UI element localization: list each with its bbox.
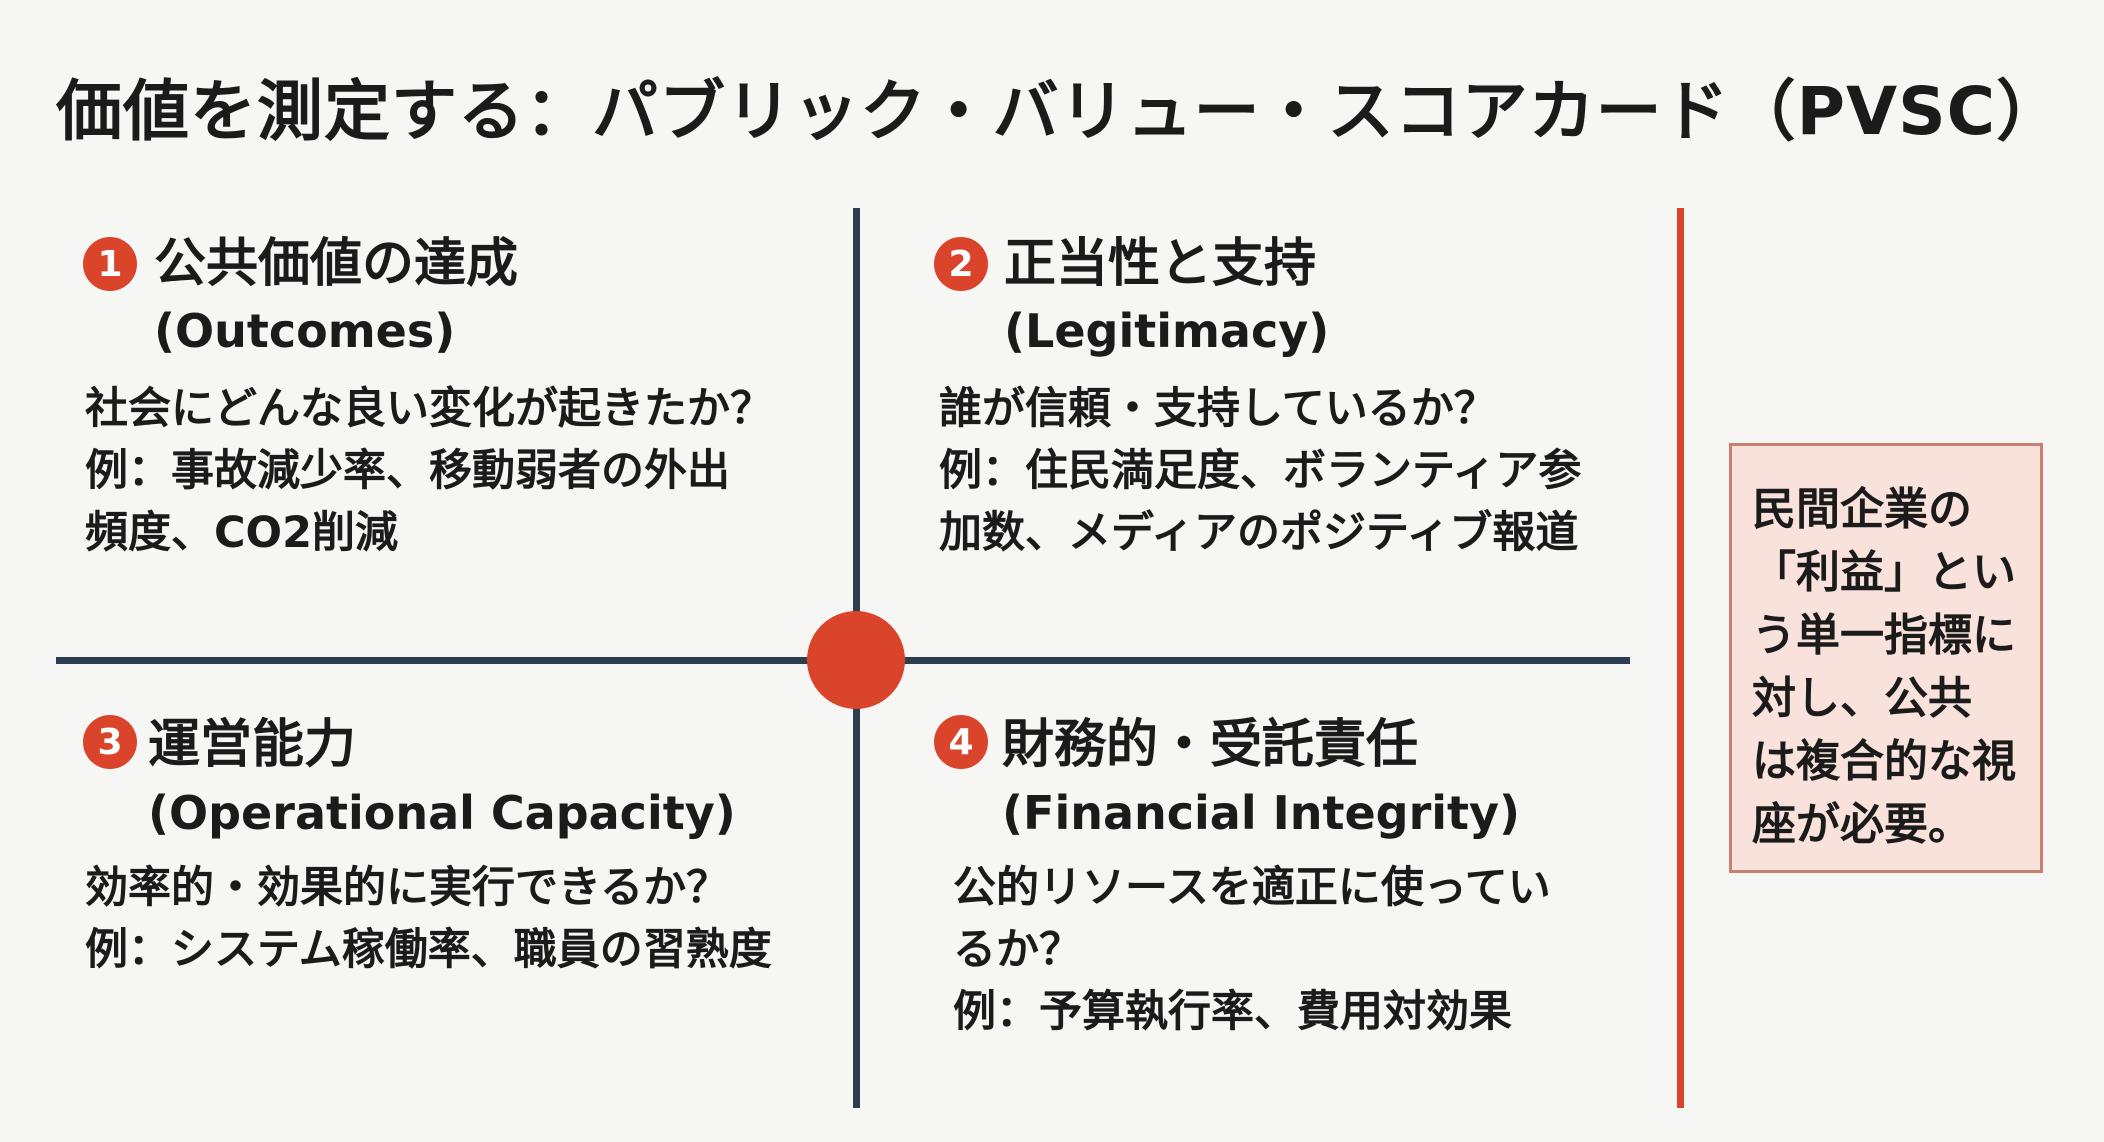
quadrant-body: 誰が信頼・支持しているか？ 例：住民満足度、ボランティア参 加数、メディアのポジ… [939, 378, 1581, 564]
side-note-line: 対し、公共 [1752, 673, 1972, 724]
body-line: 頻度、CO2削減 [85, 508, 399, 558]
body-line: るか？ [953, 925, 1082, 975]
quadrant-subtitle: (Legitimacy) [1004, 304, 1330, 358]
quadrant-subtitle: (Operational Capacity) [148, 786, 736, 840]
quadrant-heading: 公共価値の達成 [154, 234, 519, 294]
number-badge: 4 [934, 715, 988, 769]
side-note-line: う単一指標に [1752, 610, 2016, 661]
side-note-line: は複合的な視 [1752, 736, 2016, 787]
quadrant-heading: 正当性と支持 [1004, 234, 1317, 294]
body-line: 例：住民満足度、ボランティア参 [939, 446, 1582, 496]
page-title: 価値を測定する：パブリック・バリュー・スコアカード（PVSC） [56, 73, 2064, 150]
quadrant-heading: 財務的・受託責任 [1002, 715, 1419, 775]
accent-divider [1677, 208, 1684, 1108]
side-note-line: 民間企業の [1752, 484, 1972, 535]
quadrant-body: 効率的・効果的に実行できるか？ 例：システム稼働率、職員の習熟度 [85, 857, 772, 981]
quadrant-heading: 運営能力 [148, 715, 357, 775]
quadrant-subtitle: (Financial Integrity) [1002, 786, 1521, 840]
quadrant-subtitle: (Outcomes) [154, 304, 456, 358]
side-note-line: 「利益」とい [1752, 547, 2016, 598]
body-line: 例：システム稼働率、職員の習熟度 [85, 925, 772, 975]
number-badge: 1 [83, 237, 137, 291]
side-note-line: 座が必要。 [1752, 799, 1972, 850]
center-dot [807, 611, 905, 709]
quadrant-body: 社会にどんな良い変化が起きたか？ 例：事故減少率、移動弱者の外出 頻度、CO2削… [85, 378, 773, 564]
body-line: 例：事故減少率、移動弱者の外出 [85, 446, 730, 496]
body-line: 効率的・効果的に実行できるか？ [85, 863, 730, 913]
body-line: 社会にどんな良い変化が起きたか？ [85, 384, 773, 434]
number-badge: 2 [934, 237, 988, 291]
body-line: 誰が信頼・支持しているか？ [939, 384, 1497, 434]
body-line: 例：予算執行率、費用対効果 [953, 987, 1512, 1037]
body-line: 公的リソースを適正に使ってい [953, 863, 1551, 913]
number-badge: 3 [83, 715, 137, 769]
quadrant-body: 公的リソースを適正に使ってい るか？ 例：予算執行率、費用対効果 [953, 857, 1551, 1043]
side-note-box: 民間企業の 「利益」とい う単一指標に 対し、公共 は複合的な視 座が必要。 [1729, 443, 2043, 873]
body-line: 加数、メディアのポジティブ報道 [939, 508, 1579, 558]
